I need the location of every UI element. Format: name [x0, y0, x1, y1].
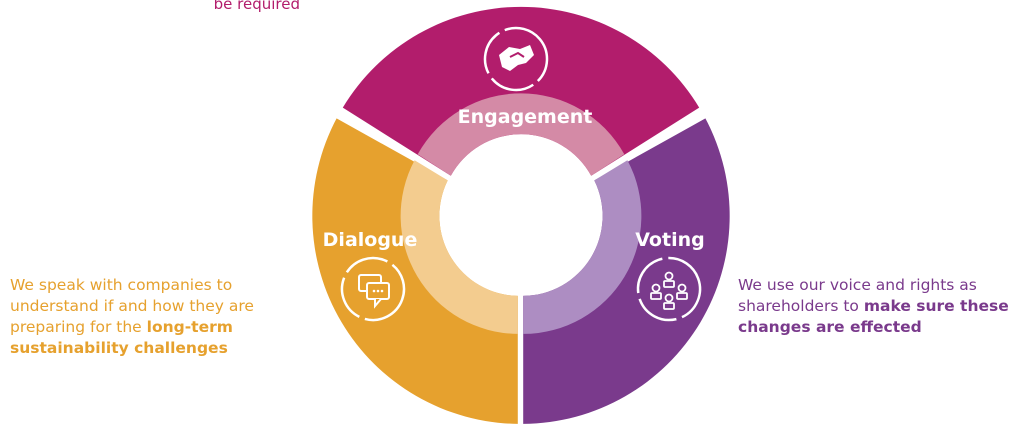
top-text-fragment: be required [213, 0, 300, 13]
inner-ring-dialogue [400, 160, 518, 334]
center-hole [443, 138, 599, 294]
label-voting: Voting [635, 229, 704, 251]
voting-description-text: We use our voice and rights as sharehold… [738, 276, 977, 315]
label-dialogue: Dialogue [323, 229, 418, 251]
inner-ring-engagement [417, 93, 625, 176]
voting-description-bold: make sure these changes are effected [738, 297, 1009, 336]
voting-description: We use our voice and rights as sharehold… [738, 275, 1035, 338]
people-vote-icon [636, 256, 702, 322]
segment-engagement [342, 6, 700, 176]
inner-ring-voting [523, 160, 642, 334]
dialogue-description: We speak with companies to understand if… [10, 275, 310, 359]
label-engagement: Engagement [458, 106, 593, 128]
dialogue-description-text: We speak with companies to understand if… [10, 276, 254, 336]
dialogue-description-bold: long-term sustainability challenges [10, 318, 233, 357]
chat-bubbles-icon [340, 256, 406, 322]
